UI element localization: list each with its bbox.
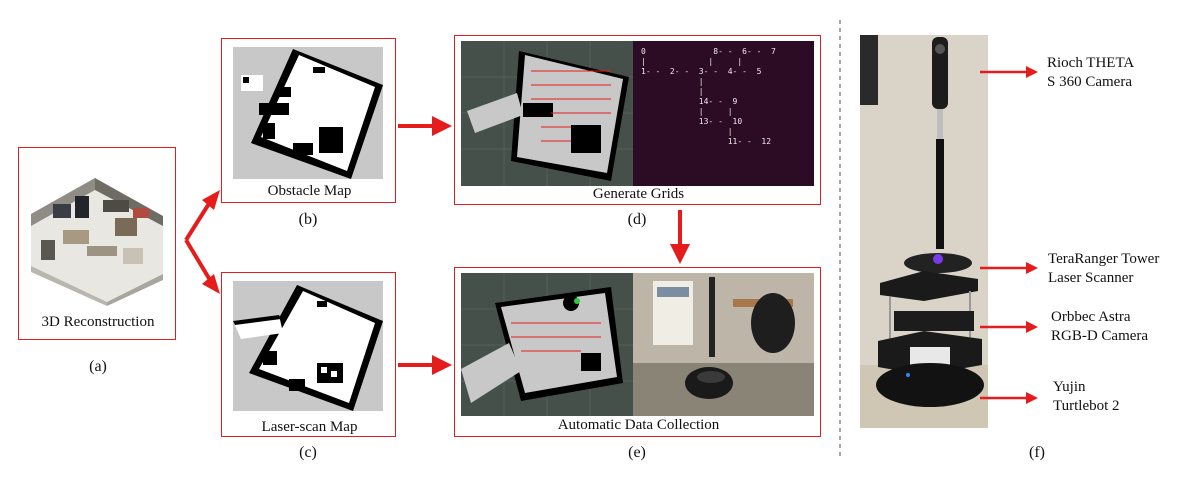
arrow-c-to-e xyxy=(398,355,452,375)
collection-photo xyxy=(633,273,814,416)
grid-terminal: 0 8- - 6- - 7 | | | 1- - 2- - 3- - 4- - … xyxy=(633,41,814,186)
panel-e-frame: Automatic Data Collection xyxy=(454,267,821,437)
arrow-b-to-d xyxy=(398,116,452,136)
collection-rviz-image xyxy=(461,273,633,416)
label-teraranger-tower: TeraRanger Tower Laser Scanner xyxy=(1048,251,1160,286)
panel-a-frame: 3D Reconstruction xyxy=(18,147,176,340)
panel-c-caption: Laser-scan Map xyxy=(261,419,358,435)
label-theta-camera: Rioch THETA S 360 Camera xyxy=(1047,55,1135,90)
panel-e-caption: Automatic Data Collection xyxy=(557,417,720,433)
panel-e-label: (e) xyxy=(628,444,646,461)
panel-d-caption: Generate Grids xyxy=(592,186,685,202)
grid-terminal-text: 0 8- - 6- - 7 | | | 1- - 2- - 3- - 4- - … xyxy=(641,47,776,146)
obstacle-map-image xyxy=(233,47,383,179)
panel-b-frame: Obstacle Map xyxy=(221,38,396,203)
reconstruction-image xyxy=(31,178,163,306)
robot-arrows xyxy=(980,66,1038,404)
panel-d-frame: 0 8- - 6- - 7 | | | 1- - 2- - 3- - 4- - … xyxy=(454,35,821,205)
panel-a-caption: 3D Reconstruction xyxy=(41,314,155,330)
panel-b-caption: Obstacle Map xyxy=(267,183,352,199)
panel-d-label: (d) xyxy=(627,211,647,228)
panel-b-label: (b) xyxy=(298,211,318,228)
label-orbbec-astra: Orbbec Astra RGB-D Camera xyxy=(1051,309,1149,344)
panel-a-label: (a) xyxy=(89,358,107,375)
panel-c-label: (c) xyxy=(299,444,317,461)
arrow-d-to-e xyxy=(670,210,690,264)
panel-f-label: (f) xyxy=(1029,444,1045,461)
robot-photo xyxy=(860,35,988,428)
label-turtlebot: Yujin Turtlebot 2 xyxy=(1053,379,1120,414)
split-arrows xyxy=(184,190,220,294)
dashed-divider xyxy=(839,20,841,460)
laser-scan-map-image xyxy=(233,281,383,411)
panel-c-frame: Laser-scan Map xyxy=(221,272,396,437)
grid-rviz-image xyxy=(461,41,633,186)
